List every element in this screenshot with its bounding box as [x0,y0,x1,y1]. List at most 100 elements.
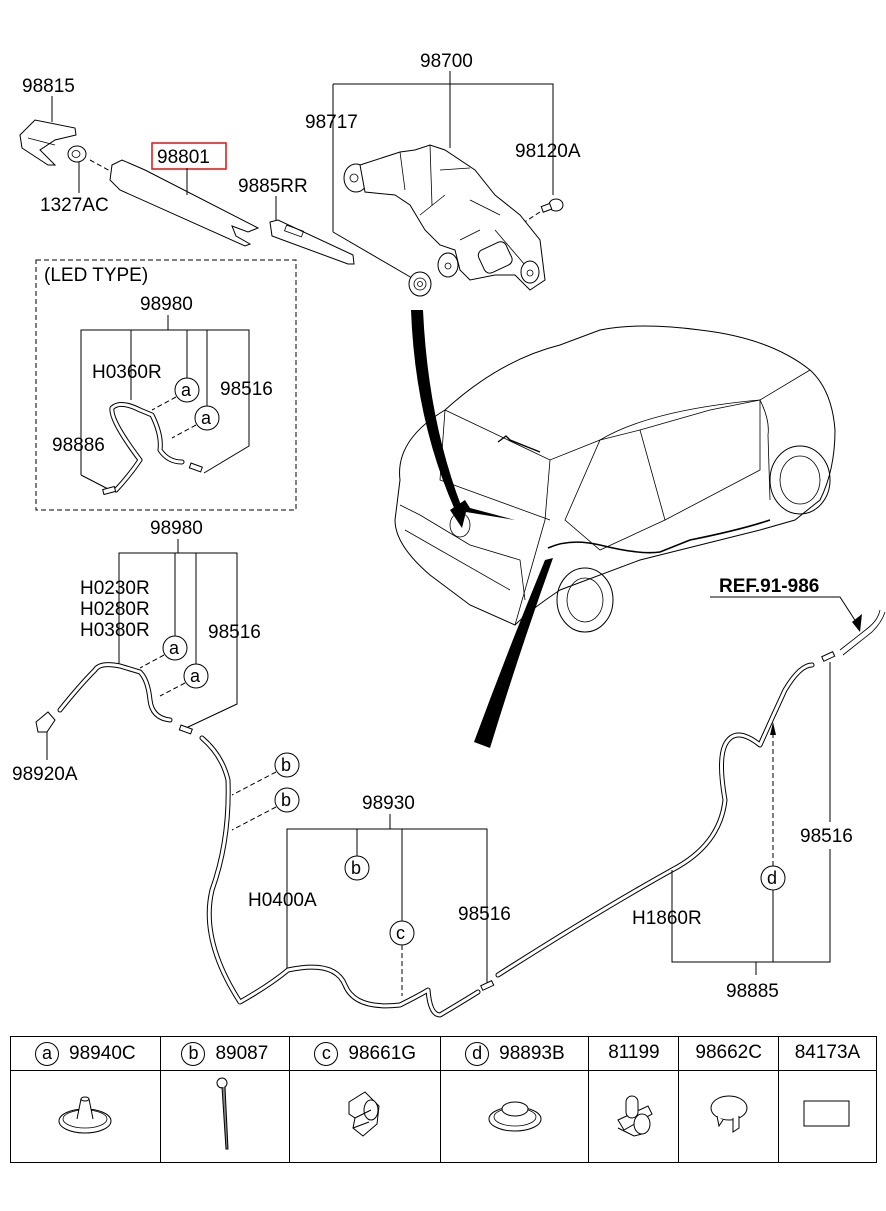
wiper-cap-part[interactable] [19,119,77,166]
push-pin-icon [710,1095,748,1133]
bolt-part[interactable] [540,198,564,213]
led-type-box [35,259,297,511]
label-98930[interactable]: 98930 [362,793,415,814]
tie-callout-b[interactable]: b [344,855,370,881]
clip-callout-c[interactable]: c [389,920,415,946]
label-98516-led[interactable]: 98516 [220,379,273,400]
label-98120A[interactable]: 98120A [515,141,581,162]
led-type-title: (LED TYPE) [44,265,148,286]
tie-callout-b[interactable]: b [274,787,300,813]
label-H0230R[interactable]: H0230R [80,578,150,599]
label-98920A[interactable]: 98920A [12,764,78,785]
svg-text:98980: 98980 [150,518,203,539]
label-98717[interactable]: 98717 [305,112,358,133]
svg-text:H0380R: H0380R [80,620,150,641]
svg-text:(LED TYPE): (LED TYPE) [44,265,148,286]
svg-text:98980: 98980 [140,294,193,315]
label-98700[interactable]: 98700 [420,51,473,72]
check-valve-front[interactable] [821,650,836,662]
svg-text:H0230R: H0230R [80,578,150,599]
arrow-up-icon [770,722,776,735]
svg-text:H0280R: H0280R [80,599,150,620]
legend-header-98662C[interactable]: 98662C [678,1036,779,1071]
svg-text:98700: 98700 [420,51,473,72]
main-hose[interactable] [199,735,481,1018]
rear-hose[interactable] [57,662,173,723]
legend-header-81199[interactable]: 81199 [588,1036,680,1071]
legend-header-84173A[interactable]: 84173A [777,1036,878,1071]
svg-text:98717: 98717 [305,112,358,133]
label-H0380R[interactable]: H0380R [80,620,150,641]
label-H0280R[interactable]: H0280R [80,599,150,620]
legend-cell-plug[interactable] [440,1070,590,1163]
svg-text:98885: 98885 [726,981,779,1002]
legend-cell-cable-tie[interactable] [159,1070,291,1163]
front-hose[interactable] [495,662,815,978]
clip-icon [617,1095,653,1137]
clip-callout-a[interactable]: a [174,377,200,403]
tie-callout-b[interactable]: b [274,752,300,778]
clip-callout-a[interactable]: a [183,663,209,689]
label-98516-mid[interactable]: 98516 [458,904,511,925]
label-H0360R[interactable]: H0360R [92,362,162,383]
label-98980-rear[interactable]: 98980 [150,518,203,539]
wiper-motor-part[interactable] [343,144,546,291]
label-9885RR[interactable]: 9885RR [238,176,308,197]
vehicle-illustration [394,325,836,633]
label-H1860R[interactable]: H1860R [632,908,702,929]
svg-text:a: a [201,408,212,428]
check-valve-rear[interactable] [178,724,193,735]
svg-text:98801: 98801 [157,147,210,168]
check-valve-led[interactable] [188,462,203,473]
svg-text:a: a [190,666,201,686]
label-1327AC[interactable]: 1327AC [40,195,109,216]
led-hose[interactable] [109,402,185,493]
clip-callout-d[interactable]: d [760,865,786,891]
svg-text:98516: 98516 [220,379,273,400]
legend-cell-push-pin[interactable] [678,1070,779,1163]
svg-text:98516: 98516 [800,826,853,847]
label-98801[interactable]: 98801 [157,147,210,168]
nut-part[interactable] [67,145,87,163]
clip-callout-a[interactable]: a [194,405,220,431]
svg-text:9885RR: 9885RR [238,176,308,197]
ref-arrow-icon [852,614,862,632]
wiper-arm-part[interactable] [109,159,260,247]
highlight-box [151,142,227,170]
svg-text:b: b [281,790,291,810]
hose-clip-icon [348,1091,380,1137]
grommet-icon [58,1096,112,1134]
motor-cap-part[interactable] [408,271,432,297]
svg-text:H0400A: H0400A [248,890,317,911]
label-H0400A[interactable]: H0400A [248,890,317,911]
svg-text:98516: 98516 [208,622,261,643]
legend-cell-pad[interactable] [777,1070,878,1163]
label-REF-91-986[interactable]: REF.91-986 [719,576,819,597]
label-98516-front[interactable]: 98516 [800,826,853,847]
svg-text:c: c [396,923,405,943]
nozzle-part[interactable] [35,711,56,733]
svg-text:a: a [181,380,192,400]
nozzle-led[interactable] [102,485,117,496]
label-98886[interactable]: 98886 [52,435,105,456]
label-98815[interactable]: 98815 [22,76,75,97]
svg-text:b: b [351,858,361,878]
legend-cell-hose-clip[interactable] [289,1070,442,1163]
label-98885[interactable]: 98885 [726,981,779,1002]
wiper-blade-part[interactable] [269,219,355,265]
svg-text:REF.91-986: REF.91-986 [719,576,819,597]
label-98516-rear[interactable]: 98516 [208,622,261,643]
label-98980-led[interactable]: 98980 [140,294,193,315]
svg-text:a: a [169,638,180,658]
clip-callout-a[interactable]: a [162,635,188,661]
legend-cell-clip[interactable] [588,1070,680,1163]
check-valve-mid[interactable] [480,979,495,991]
svg-text:98930: 98930 [362,793,415,814]
legend-cell-grommet[interactable] [10,1070,161,1163]
